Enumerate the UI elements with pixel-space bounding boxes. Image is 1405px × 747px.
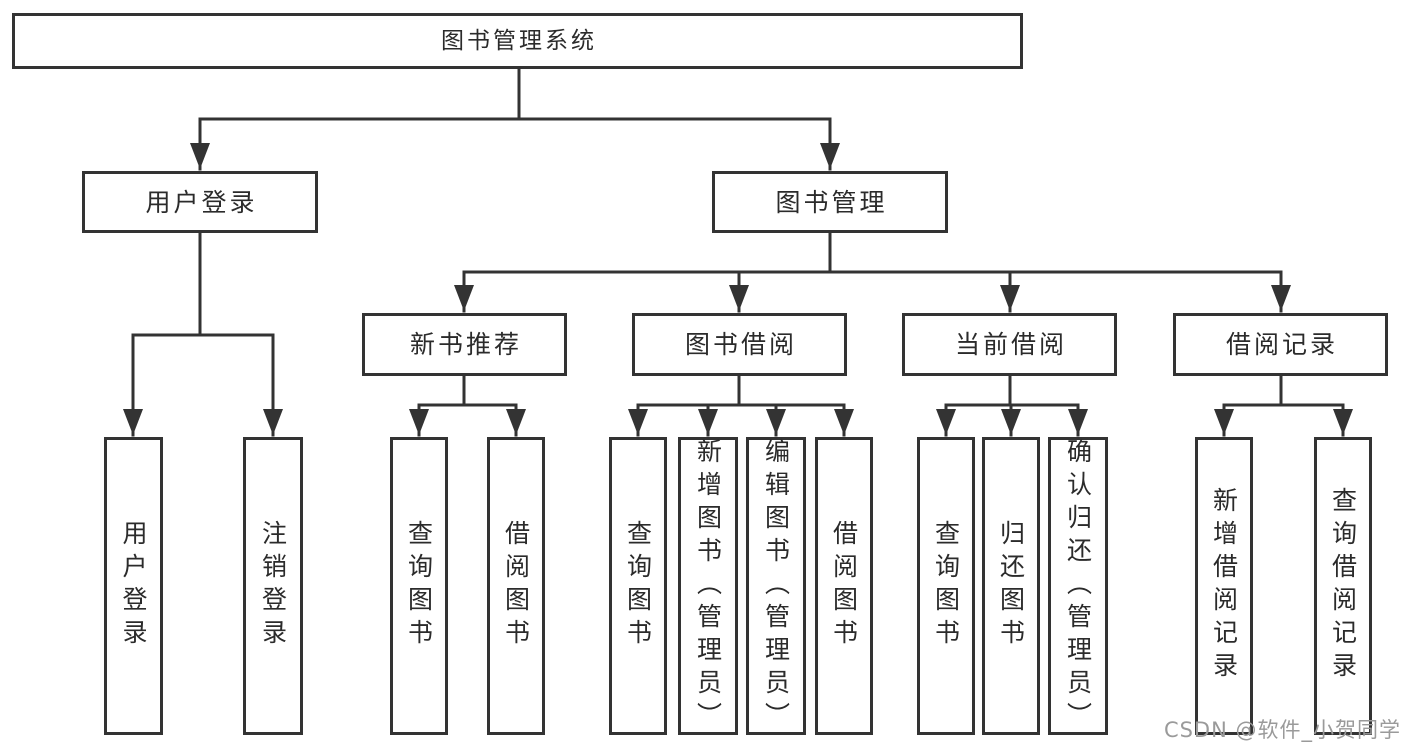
wire-book-management-children [454, 231, 1291, 313]
leaf-current-query-books: 查询图书 [917, 437, 975, 735]
node-borrow-records: 借阅记录 [1173, 313, 1388, 376]
node-user-login-label: 用户登录 [145, 187, 258, 217]
node-root-label: 图书管理系统 [441, 27, 597, 54]
leaf-add-borrow-record-label: 新增借阅记录 [1209, 487, 1239, 685]
leaf-newbook-borrow-books-label: 借阅图书 [501, 520, 531, 652]
leaf-add-books-admin: 新增图书（管理员） [678, 437, 738, 735]
leaf-return-books: 归还图书 [982, 437, 1040, 735]
node-book-borrow-label: 图书借阅 [684, 330, 797, 359]
node-root: 图书管理系统 [12, 13, 1023, 69]
node-new-book-recommend-label: 新书推荐 [409, 330, 522, 359]
leaf-confirm-return-admin: 确认归还（管理员） [1048, 437, 1108, 735]
leaf-confirm-return-admin-label: 确认归还（管理员） [1063, 437, 1093, 735]
node-book-management: 图书管理 [712, 171, 948, 233]
node-new-book-recommend: 新书推荐 [362, 313, 567, 376]
leaf-borrow-books: 借阅图书 [815, 437, 873, 735]
leaf-borrow-query-books-label: 查询图书 [623, 520, 653, 652]
leaf-query-borrow-record: 查询借阅记录 [1314, 437, 1372, 735]
wire-book-borrow-children [628, 374, 854, 437]
leaf-query-borrow-record-label: 查询借阅记录 [1328, 487, 1358, 685]
leaf-borrow-books-label: 借阅图书 [829, 520, 859, 652]
wire-root-to-level2 [190, 67, 840, 171]
leaf-borrow-query-books: 查询图书 [609, 437, 667, 735]
leaf-edit-books-admin: 编辑图书（管理员） [746, 437, 806, 735]
leaf-logout-label: 注销登录 [258, 520, 288, 652]
leaf-return-books-label: 归还图书 [996, 520, 1026, 652]
node-borrow-records-label: 借阅记录 [1225, 330, 1338, 359]
node-user-login: 用户登录 [82, 171, 318, 233]
wire-user-login-children [123, 231, 283, 437]
node-current-borrow: 当前借阅 [902, 313, 1117, 376]
leaf-add-borrow-record: 新增借阅记录 [1195, 437, 1253, 735]
wire-new-book-children [409, 374, 526, 437]
wire-current-borrow-children [936, 374, 1088, 437]
leaf-current-query-books-label: 查询图书 [931, 520, 961, 652]
leaf-add-books-admin-label: 新增图书（管理员） [693, 437, 723, 735]
node-book-borrow: 图书借阅 [632, 313, 847, 376]
leaf-newbook-borrow-books: 借阅图书 [487, 437, 545, 735]
leaf-user-login: 用户登录 [104, 437, 163, 735]
csdn-watermark: CSDN @软件_小贺同学 [1163, 718, 1401, 742]
leaf-newbook-query-books-label: 查询图书 [404, 520, 434, 652]
node-book-management-label: 图书管理 [775, 187, 888, 217]
wire-borrow-records-children [1214, 374, 1353, 437]
leaf-user-login-label: 用户登录 [119, 520, 148, 652]
leaf-edit-books-admin-label: 编辑图书（管理员） [761, 437, 791, 735]
leaf-logout: 注销登录 [243, 437, 303, 735]
node-current-borrow-label: 当前借阅 [954, 330, 1067, 359]
leaf-newbook-query-books: 查询图书 [390, 437, 448, 735]
